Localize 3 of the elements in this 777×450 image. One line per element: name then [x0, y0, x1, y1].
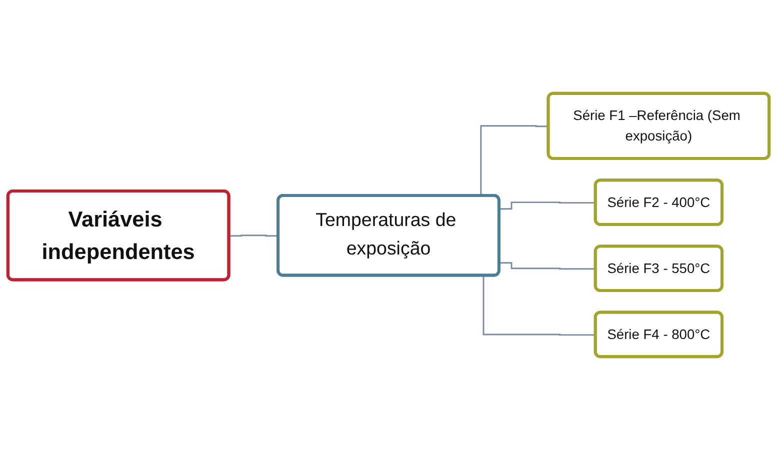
- connector: [229, 234, 279, 237]
- connector: [499, 262, 596, 270]
- connector: [499, 202, 596, 210]
